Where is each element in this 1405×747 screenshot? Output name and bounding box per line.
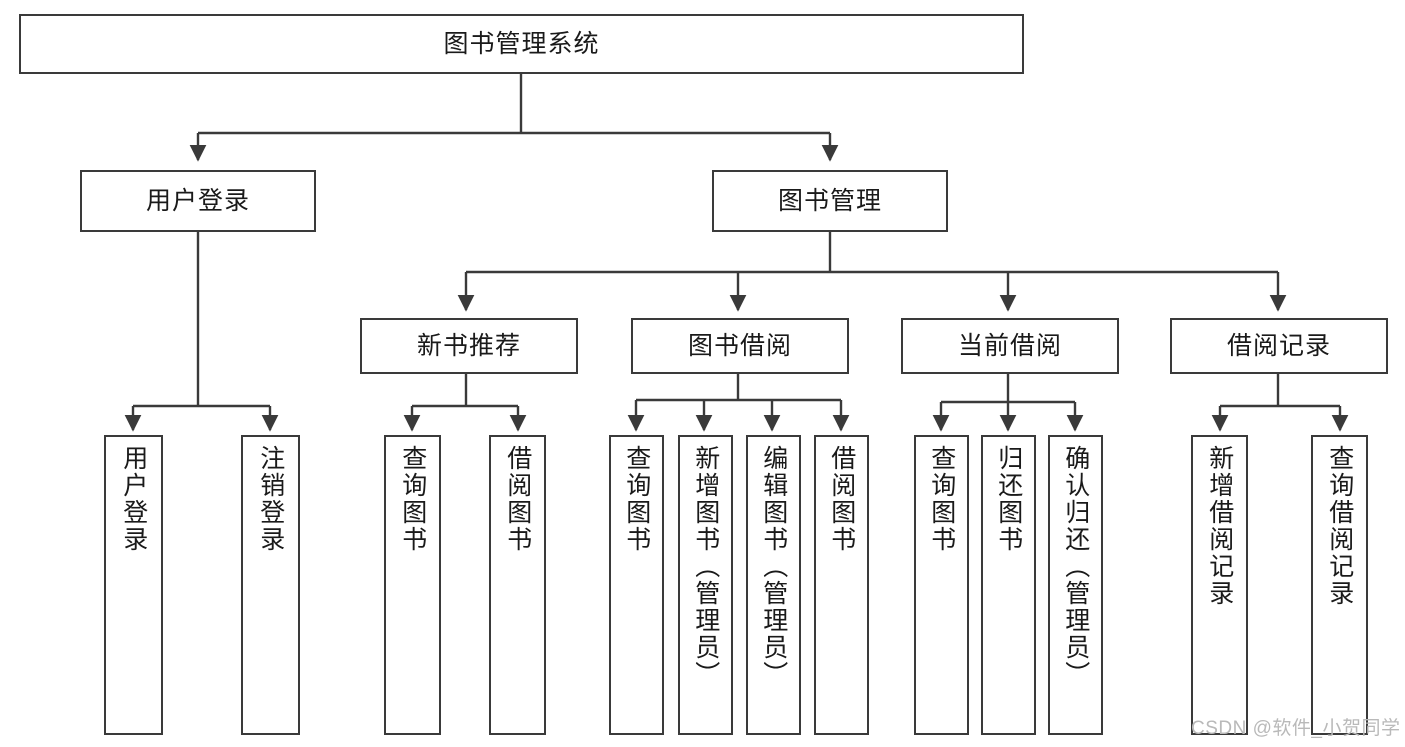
leaf-logout[interactable]: 注销登录 [241, 435, 300, 735]
leaf-query-book-current[interactable]: 查询图书 [914, 435, 969, 735]
leaf-label: 归还图书 [994, 445, 1023, 553]
node-label: 借阅记录 [1226, 332, 1331, 360]
leaf-label: 查询图书 [927, 445, 956, 553]
node-book-borrow[interactable]: 图书借阅 [631, 318, 849, 374]
node-new-book-recommendation[interactable]: 新书推荐 [360, 318, 578, 374]
node-label: 图书借阅 [687, 332, 792, 360]
leaf-label: 借阅图书 [503, 445, 532, 553]
leaf-label: 借阅图书 [827, 445, 856, 553]
leaf-borrow-book-recommendation[interactable]: 借阅图书 [489, 435, 546, 735]
node-label: 新书推荐 [416, 332, 521, 360]
leaf-query-book-borrow[interactable]: 查询图书 [609, 435, 664, 735]
leaf-confirm-return-admin[interactable]: 确认归还（管理员） [1048, 435, 1103, 735]
node-label: 图书管理系统 [443, 30, 600, 58]
node-book-management[interactable]: 图书管理 [712, 170, 948, 232]
leaf-label: 查询借阅记录 [1325, 445, 1354, 607]
leaf-add-book-admin[interactable]: 新增图书（管理员） [678, 435, 733, 735]
leaf-label: 查询图书 [398, 445, 427, 553]
node-current-borrow[interactable]: 当前借阅 [901, 318, 1119, 374]
node-root-book-management-system[interactable]: 图书管理系统 [19, 14, 1024, 74]
leaf-label: 查询图书 [622, 445, 651, 553]
node-borrow-records[interactable]: 借阅记录 [1170, 318, 1388, 374]
leaf-return-book[interactable]: 归还图书 [981, 435, 1036, 735]
leaf-label: 用户登录 [119, 445, 148, 553]
leaf-query-borrow-record[interactable]: 查询借阅记录 [1311, 435, 1368, 735]
node-user-login[interactable]: 用户登录 [80, 170, 316, 232]
node-label: 用户登录 [145, 187, 250, 215]
leaf-borrow-book[interactable]: 借阅图书 [814, 435, 869, 735]
leaf-label: 确认归还（管理员） [1061, 445, 1090, 688]
leaf-edit-book-admin[interactable]: 编辑图书（管理员） [746, 435, 801, 735]
leaf-query-book-recommendation[interactable]: 查询图书 [384, 435, 441, 735]
node-label: 当前借阅 [957, 332, 1062, 360]
leaf-add-borrow-record[interactable]: 新增借阅记录 [1191, 435, 1248, 735]
leaf-label: 注销登录 [256, 445, 285, 553]
leaf-label: 编辑图书（管理员） [759, 445, 788, 688]
node-label: 图书管理 [777, 187, 882, 215]
leaf-label: 新增图书（管理员） [691, 445, 720, 688]
leaf-user-login[interactable]: 用户登录 [104, 435, 163, 735]
leaf-label: 新增借阅记录 [1205, 445, 1234, 607]
